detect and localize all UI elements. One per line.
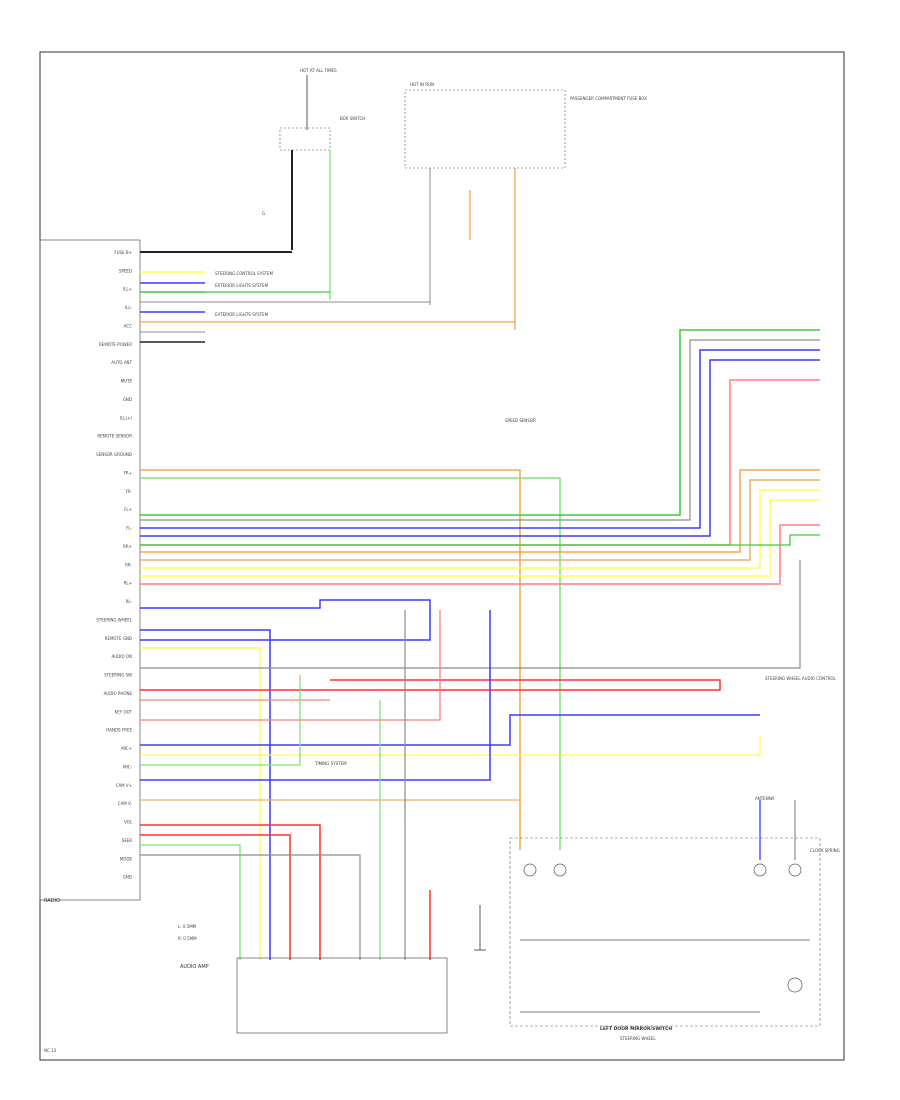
svg-text:G: G: [262, 211, 265, 216]
radio-pin-label: REMOTE GND: [105, 636, 132, 641]
radio-pin-label: SPEED: [119, 268, 132, 273]
radio-pin-label: RL+: [124, 581, 132, 586]
radio-pin-label: MIC+: [121, 746, 132, 751]
radio-pin-label: VOL: [124, 820, 133, 825]
top-wire-runs: [140, 251, 515, 343]
svg-text:BOX SWITCH: BOX SWITCH: [340, 116, 365, 121]
note-timing: TIMING SYSTEM: [314, 761, 347, 766]
radio-pin-label: AUDIO PHONE: [104, 691, 133, 696]
legend-r: R: 0.5MM: [178, 936, 197, 941]
radio-pin-label: ILL-: [125, 305, 133, 310]
radio-label: RADIO: [44, 898, 60, 904]
radio-pin-label: RR-: [125, 562, 132, 567]
note-ext-lights-2: EXTERIOR LIGHTS SYSTEM: [215, 312, 269, 317]
note-steering: STEERING CONTROL SYSTEM: [215, 271, 274, 276]
note-speed-sensor: SPEED SENSOR: [505, 418, 536, 423]
radio-pin-label: RR+: [123, 544, 132, 549]
ground-symbol: [474, 905, 486, 951]
steering-switch-box: [509, 837, 821, 1027]
left-door-label: LEFT DOOR MIRROR/SWITCH: [600, 1026, 672, 1032]
fuse-section-right: HOT IN RUN PASSENGER COMPARTMENT FUSE BO…: [404, 82, 647, 330]
radio-pin-label: CAM V+: [116, 783, 132, 788]
legend-l: L: 0.5MM: [178, 924, 197, 929]
clockspring-label: CLOCK SPRING: [810, 848, 840, 853]
radio-pin-label: SENSOR GROUND: [96, 452, 132, 457]
radio-pin-labels: FUSE B+ SPEED ILL+ ILL- ACC REMOTE POWER AUTO …: [96, 250, 133, 880]
radio-pin-label: ILL+: [123, 287, 132, 292]
footer-page-ref: NC 13: [44, 1048, 57, 1053]
radio-pin-label: REMOTE POWER: [99, 342, 132, 347]
note-ext-lights-1: EXTERIOR LIGHTS SYSTEM: [215, 283, 269, 288]
audio-amp-label: AUDIO AMP: [180, 964, 209, 970]
audio-amp-box: [236, 957, 448, 1034]
radio-pin-label: STEERING WHEEL: [96, 617, 132, 622]
radio-pin-label: FR+: [124, 470, 132, 475]
antenna-label: ANTENNA: [755, 796, 775, 801]
radio-pin-label: FR-: [126, 489, 133, 494]
radio-pin-label: RL-: [126, 599, 133, 604]
radio-pin-label: CAM V-: [118, 801, 133, 806]
radio-pin-label: MUTE: [121, 379, 133, 384]
radio-pin-label: FL+: [124, 507, 132, 512]
radio-pin-label: AUDIO ON: [112, 654, 132, 659]
radio-pin-label: MODE: [120, 856, 133, 861]
radio-pin-label: AUTO ANT: [111, 360, 132, 365]
radio-pin-label: MIC-: [123, 764, 132, 769]
radio-pin-label: GND: [123, 875, 132, 880]
radio-pin-label: SEEK: [122, 838, 133, 843]
radio-pin-label: GND: [123, 397, 132, 402]
radio-pin-label: FL-: [126, 526, 132, 531]
diagram-border: [39, 51, 845, 1061]
radio-pin-label: ILL(+): [120, 415, 133, 420]
radio-pin-label: ACC: [124, 323, 132, 328]
left-door-sub: STEERING WHEEL: [620, 1036, 656, 1041]
fuse-section-left: HOT AT ALL TIMES BOX SWITCH G: [262, 68, 365, 300]
svg-text:HOT IN RUN: HOT IN RUN: [410, 82, 434, 87]
radio-pin-label: FUSE B+: [114, 250, 132, 255]
svg-text:PASSENGER COMPARTMENT FUSE BOX: PASSENGER COMPARTMENT FUSE BOX: [570, 96, 647, 101]
radio-module-outline: [39, 239, 141, 901]
radio-pin-label: KEY OUT: [115, 709, 133, 714]
radio-pin-label: STEERING SW: [104, 673, 132, 678]
mid-wires: [140, 560, 801, 960]
steering-label: STEERING WHEEL AUDIO CONTROL: [765, 676, 837, 681]
radio-pin-label: REMOTE SENSOR: [97, 434, 132, 439]
radio-pin-label: HANDS FREE: [106, 728, 132, 733]
svg-text:HOT AT ALL TIMES: HOT AT ALL TIMES: [300, 68, 337, 73]
steering-components: [520, 800, 810, 1013]
right-upper-wires: [140, 329, 820, 850]
